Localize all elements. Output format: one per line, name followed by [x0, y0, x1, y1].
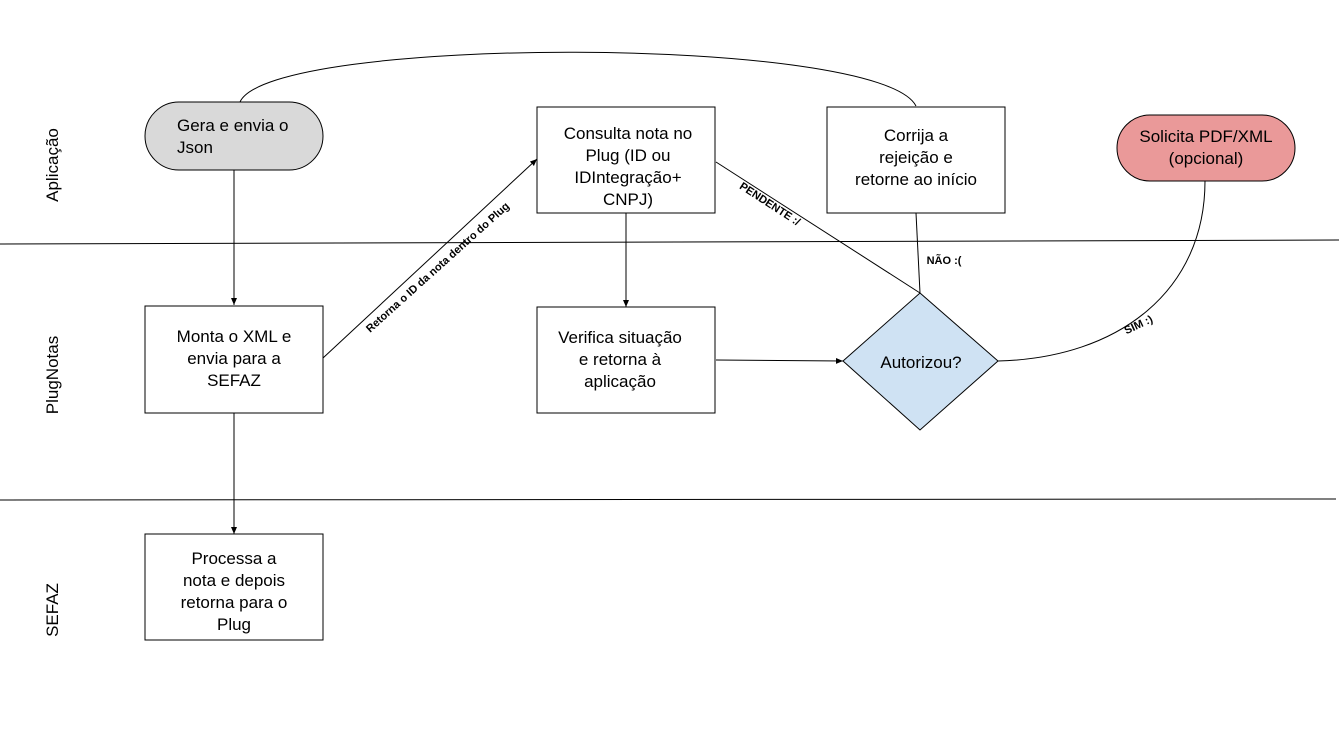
node-corrija-line-2: rejeição e: [879, 148, 953, 167]
node-verifica-line-1: Verifica situação: [558, 328, 682, 347]
node-solicita: Solicita PDF/XML (opcional): [1116, 114, 1296, 182]
node-consulta: Consulta nota no Plug (ID ou IDIntegraçã…: [536, 106, 716, 214]
node-monta-xml-line-3: SEFAZ: [207, 371, 261, 390]
node-corrija-line-1: Corrija a: [884, 126, 949, 145]
lane-label-sefaz: SEFAZ: [43, 583, 62, 637]
node-consulta-line-3: IDIntegração+: [574, 168, 681, 187]
edge-label-retorna-id: Retorna o ID da nota dentro do Plug: [364, 200, 512, 335]
node-verifica-line-3: aplicação: [584, 372, 656, 391]
node-solicita-shape: [1116, 114, 1296, 182]
node-verifica-line-2: e retorna à: [579, 350, 662, 369]
node-decision-shape: [842, 292, 999, 431]
lane-label-aplicacao: Aplicação: [43, 128, 62, 202]
edge-monta-to-consulta: [322, 158, 538, 359]
node-verifica-shape: [536, 306, 716, 414]
node-consulta-shape: [536, 106, 716, 214]
node-solicita-line-1: Solicita PDF/XML: [1139, 127, 1272, 146]
node-decision-label: Autorizou?: [880, 353, 961, 372]
node-corrija-shape: [826, 106, 1006, 214]
node-corrija: Corrija a rejeição e retorne ao início: [826, 106, 1006, 214]
node-processa-line-3: retorna para o: [181, 593, 288, 612]
node-consulta-line-4: CNPJ): [603, 190, 653, 209]
edge-label-nao: NÃO :(: [927, 254, 962, 267]
node-monta-xml-line-2: envia para a: [187, 349, 281, 368]
node-decision: Autorizou?: [842, 292, 999, 431]
lane-divider-top: [0, 239, 1339, 245]
node-processa-shape: [144, 533, 324, 641]
node-consulta-line-2: Plug (ID ou: [585, 146, 670, 165]
edge-label-pendente: PENDENTE :/: [737, 180, 802, 228]
node-monta-xml-shape: [144, 305, 324, 414]
node-start-line-2: Json: [177, 138, 213, 157]
node-corrija-line-3: retorne ao início: [855, 170, 977, 189]
lane-label-plugnotas: PlugNotas: [43, 336, 62, 414]
node-start-shape: [144, 101, 324, 171]
node-monta-xml-line-1: Monta o XML e: [177, 327, 292, 346]
node-solicita-line-2: (opcional): [1169, 149, 1244, 168]
node-start: Gera e envia o Json: [144, 101, 324, 171]
node-processa-line-1: Processa a: [191, 549, 277, 568]
loop-back-arc: [239, 51, 917, 107]
lane-divider-bottom: [0, 498, 1337, 501]
node-consulta-line-1: Consulta nota no: [564, 124, 693, 143]
node-processa-line-2: nota e depois: [183, 571, 285, 590]
edge-verifica-to-decision: [715, 357, 844, 364]
node-processa-line-4: Plug: [217, 615, 251, 634]
node-verifica: Verifica situação e retorna à aplicação: [536, 306, 716, 414]
edge-decision-to-solicita-sim: [997, 180, 1206, 362]
edge-decision-to-consulta-pendente: [715, 161, 921, 294]
node-processa: Processa a nota e depois retorna para o …: [144, 533, 324, 641]
node-start-line-1: Gera e envia o: [177, 116, 289, 135]
edge-decision-to-corrija-nao: [915, 212, 921, 294]
node-monta-xml: Monta o XML e envia para a SEFAZ: [144, 305, 324, 414]
